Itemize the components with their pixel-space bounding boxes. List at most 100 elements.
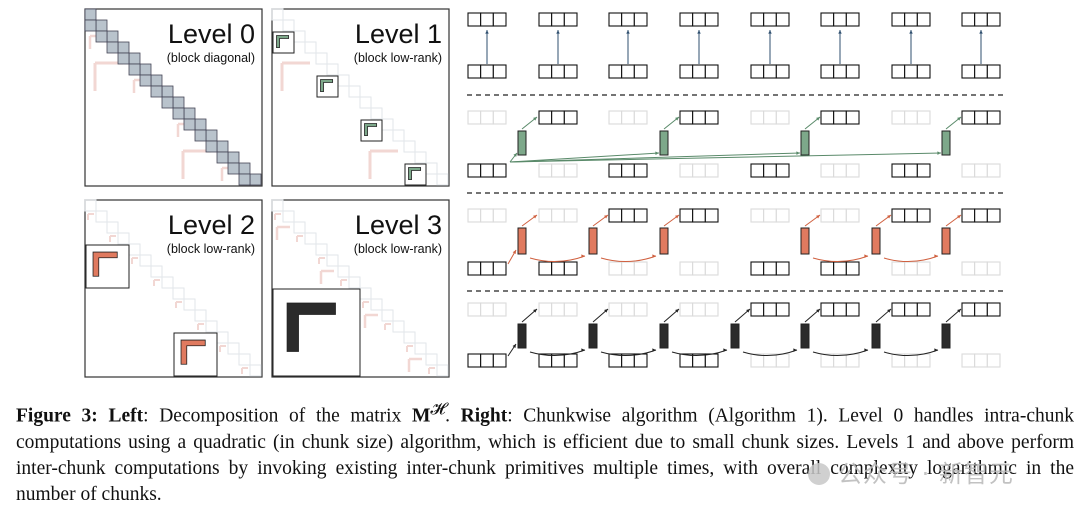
faded-state bbox=[538, 302, 578, 317]
state-cell bbox=[763, 302, 777, 317]
panel-title: Level 2 bbox=[168, 210, 255, 240]
state-cell bbox=[608, 64, 623, 79]
flow-arrow bbox=[671, 349, 728, 356]
state-cell bbox=[775, 64, 790, 79]
state-cell bbox=[974, 261, 988, 276]
state-cell bbox=[763, 110, 777, 125]
state-cell bbox=[608, 353, 623, 368]
state-cell bbox=[692, 163, 706, 178]
ghost-diagonal-cell bbox=[106, 221, 119, 234]
low-rank-l-mark bbox=[276, 35, 290, 49]
state-cell bbox=[551, 261, 565, 276]
faded-state bbox=[538, 208, 578, 223]
ghost-diagonal-cell bbox=[304, 41, 317, 54]
flow-arrow bbox=[812, 349, 869, 356]
diagonal-block bbox=[194, 129, 207, 142]
state-cell bbox=[961, 110, 976, 125]
input-state bbox=[608, 353, 648, 368]
flow-arrow bbox=[742, 349, 798, 356]
state-cell bbox=[692, 208, 706, 223]
ghost-diagonal-cell bbox=[359, 96, 372, 109]
state-cell bbox=[904, 302, 918, 317]
state-cell bbox=[633, 353, 648, 368]
ghost-l-mark bbox=[109, 235, 116, 242]
arrow-head bbox=[816, 117, 820, 121]
state-cell bbox=[904, 12, 918, 27]
state-cell bbox=[467, 110, 482, 125]
state-cell bbox=[633, 261, 648, 276]
output-state bbox=[608, 12, 648, 27]
output-state bbox=[538, 12, 578, 27]
state-cell bbox=[974, 163, 988, 178]
state-cell bbox=[551, 163, 565, 178]
state-cell bbox=[891, 163, 906, 178]
ghost-l-mark bbox=[363, 313, 378, 328]
state-cell bbox=[563, 302, 578, 317]
state-cell bbox=[467, 353, 482, 368]
state-cell bbox=[480, 64, 494, 79]
arrow-head bbox=[838, 30, 842, 34]
state-cell bbox=[891, 110, 906, 125]
state-cell bbox=[480, 261, 494, 276]
diagonal-block bbox=[227, 151, 240, 164]
arrow-head bbox=[934, 254, 938, 258]
ghost-diagonal-cell bbox=[249, 364, 262, 377]
output-state bbox=[961, 302, 1001, 317]
input-state bbox=[679, 353, 719, 368]
arrow-head bbox=[675, 309, 679, 313]
matrix-symbol: M bbox=[412, 405, 431, 427]
state-cell bbox=[961, 302, 976, 317]
ghost-l-mark bbox=[197, 323, 204, 330]
input-state bbox=[467, 261, 507, 276]
state-cell bbox=[750, 12, 765, 27]
state-cell bbox=[986, 208, 1001, 223]
state-cell bbox=[692, 64, 706, 79]
state-cell bbox=[480, 353, 494, 368]
arrow-head bbox=[512, 344, 516, 348]
arrow-head bbox=[675, 117, 679, 121]
ghost-l-mark bbox=[407, 357, 422, 372]
ghost-l-mark bbox=[362, 301, 369, 308]
diagonal-block bbox=[205, 129, 218, 142]
state-cell bbox=[621, 261, 635, 276]
ghost-l-mark bbox=[175, 301, 182, 308]
state-cell bbox=[750, 64, 765, 79]
state-cell bbox=[891, 208, 906, 223]
state-cell bbox=[916, 64, 931, 79]
aggregate-bar bbox=[517, 227, 527, 255]
arrow-head bbox=[604, 309, 608, 313]
state-cell bbox=[492, 302, 507, 317]
state-cell bbox=[608, 302, 623, 317]
state-cell bbox=[833, 110, 847, 125]
diagonal-block bbox=[216, 151, 229, 164]
state-cell bbox=[986, 64, 1001, 79]
state-cell bbox=[904, 261, 918, 276]
ghost-diagonal-cell bbox=[238, 353, 251, 366]
arrow-head bbox=[626, 30, 630, 34]
state-cell bbox=[820, 208, 835, 223]
ghost-diagonal-cell bbox=[403, 331, 416, 344]
state-cell bbox=[538, 302, 553, 317]
ghost-diagonal-cell bbox=[315, 52, 328, 65]
ghost-diagonal-cell bbox=[304, 232, 317, 245]
state-cell bbox=[704, 110, 719, 125]
state-cell bbox=[775, 208, 790, 223]
diagonal-block bbox=[227, 162, 240, 175]
state-cell bbox=[563, 12, 578, 27]
diagonal-block bbox=[238, 173, 251, 186]
state-cell bbox=[551, 64, 565, 79]
faded-state bbox=[820, 208, 860, 223]
arrow-head bbox=[655, 151, 659, 155]
state-cell bbox=[538, 261, 553, 276]
panel-title: Level 3 bbox=[355, 210, 442, 240]
arrow-head bbox=[697, 30, 701, 34]
watermark-text: 公众号 · 新智元 bbox=[838, 460, 1014, 488]
state-cell bbox=[833, 353, 847, 368]
ghost-diagonal-cell bbox=[205, 320, 218, 333]
arrow-head bbox=[864, 254, 868, 258]
state-cell bbox=[608, 261, 623, 276]
diagonal-block bbox=[161, 85, 174, 98]
faded-state bbox=[467, 110, 507, 125]
state-cell bbox=[704, 163, 719, 178]
state-cell bbox=[538, 12, 553, 27]
